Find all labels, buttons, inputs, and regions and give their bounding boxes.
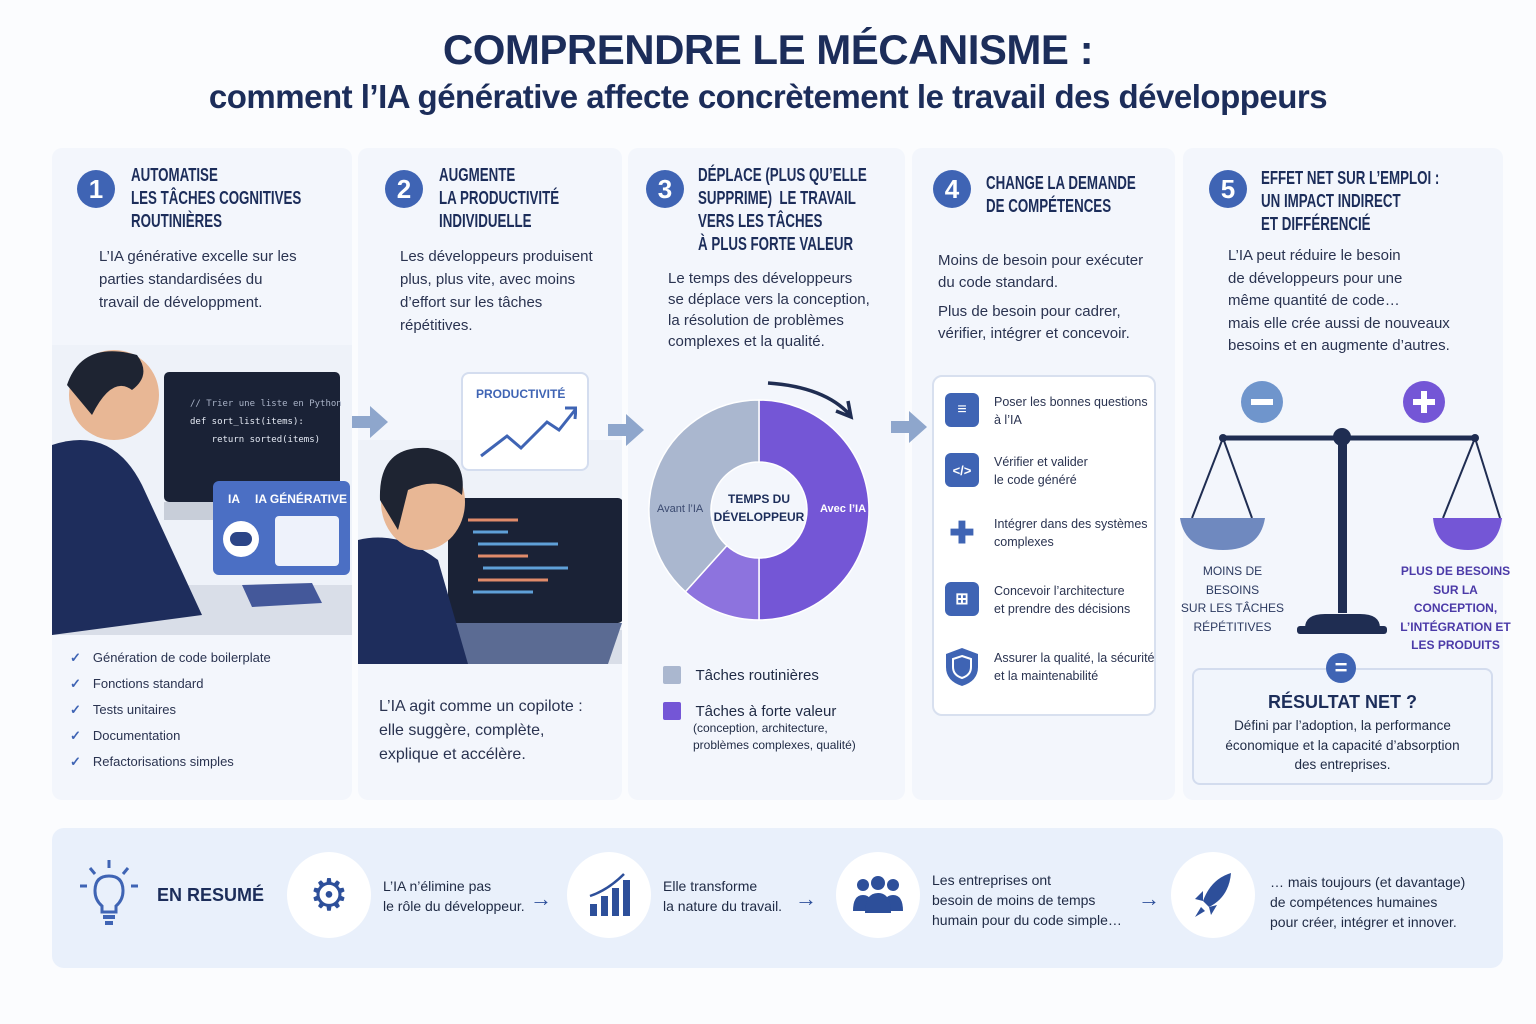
- panel-2-title: Augmente la productivité individuelle: [439, 165, 560, 231]
- skill-item: Poser les bonnes questions à l’IA: [994, 395, 1148, 427]
- panel-1-title: Automatise les tâches cognitives routini…: [131, 165, 302, 231]
- chat-bubble: [275, 516, 339, 566]
- legend-swatch: [663, 666, 681, 684]
- balance-scale-illustration: [1180, 381, 1502, 634]
- check-icon: ✓: [70, 754, 81, 769]
- productivity-card: PRODUCTIVITÉ: [461, 372, 589, 471]
- legend-item-routine: Tâches routinières: [663, 666, 819, 684]
- arrow-right-icon: [352, 406, 388, 438]
- shield-icon: [946, 648, 978, 686]
- donut-left-label: Avant l’IA: [657, 503, 704, 515]
- growth-chart-icon: [567, 852, 651, 938]
- rocket-icon: [1171, 852, 1255, 938]
- arrow-right-icon: [608, 414, 644, 446]
- panel-2-footer: L’IA agit comme un copilote : elle suggè…: [379, 698, 583, 763]
- check-item: ✓Refactorisations simples: [70, 754, 234, 769]
- people-icon: [836, 852, 920, 938]
- arrow-icon: →: [530, 886, 552, 911]
- panel-2-text: Les développeurs produisent plus, plus v…: [400, 248, 593, 334]
- panel-4-text-2: Plus de besoin pour cadrer, vérifier, in…: [938, 303, 1130, 342]
- check-item: ✓Génération de code boilerplate: [70, 650, 271, 665]
- step-number-3: 3: [646, 170, 684, 208]
- check-icon: ✓: [70, 650, 81, 665]
- check-item: ✓Tests unitaires: [70, 702, 176, 717]
- summary-label: EN RESUMÉ: [157, 885, 265, 905]
- skill-item: Concevoir l’architecture et prendre des …: [994, 584, 1131, 616]
- trend-up-icon: [480, 406, 577, 458]
- skill-item: Assurer la qualité, la sécurité et la ma…: [994, 651, 1155, 683]
- panel-1-text: L’IA générative excelle sur les parties …: [99, 248, 297, 311]
- arrow-icon: →: [1138, 886, 1160, 911]
- more-needs-label: PLUS DE BESOINS SUR LA CONCEPTION, L’INT…: [1400, 564, 1511, 652]
- step-number-4: 4: [933, 170, 971, 208]
- shift-arrow-icon: [767, 381, 854, 420]
- code-icon: </>: [945, 453, 979, 487]
- skill-item: Intégrer dans des systèmes complexes: [994, 517, 1148, 549]
- page-subtitle: comment l’IA générative affecte concrète…: [208, 78, 1328, 115]
- equals-icon: =: [1326, 653, 1356, 683]
- developer-illustration-2: [358, 440, 622, 664]
- gears-icon: ⚙: [287, 852, 371, 938]
- check-item: ✓Documentation: [70, 728, 181, 743]
- donut-right-label: Avec l’IA: [820, 503, 867, 515]
- summary-step-1: L’IA n’élimine pas le rôle du développeu…: [383, 878, 525, 914]
- panel-3-text: Le temps des développeurs se déplace ver…: [668, 270, 870, 350]
- net-result-text: Défini par l’adoption, la performance éc…: [1225, 718, 1460, 772]
- architecture-icon: ⊞: [945, 582, 979, 616]
- arrow-right-icon: [891, 411, 927, 443]
- chat-icon: ≡: [945, 393, 979, 427]
- summary-step-2: Elle transforme la nature du travail.: [663, 878, 783, 914]
- puzzle-icon: ✚: [949, 516, 975, 550]
- step-number-5: 5: [1209, 170, 1247, 208]
- panel-5-title: Effet net sur l’emploi : un impact indir…: [1261, 168, 1440, 234]
- legend-swatch: [663, 702, 681, 720]
- donut-segment-routine: [648, 399, 760, 593]
- check-icon: ✓: [70, 702, 81, 717]
- net-result-title: RÉSULTAT NET ?: [1268, 692, 1417, 712]
- ai-generative-card: IA IA GÉNÉRATIVE: [213, 481, 350, 575]
- step-number-1: 1: [77, 170, 115, 208]
- check-icon: ✓: [70, 676, 81, 691]
- legend-item-high-value: Tâches à forte valeur (conception, archi…: [663, 702, 856, 754]
- check-item: ✓Fonctions standard: [70, 676, 204, 691]
- robot-icon: [223, 521, 259, 557]
- less-needs-label: MOINS DE BESOINS SUR LES TÂCHES RÉPÉTITI…: [1180, 564, 1285, 634]
- developer-time-donut: [648, 381, 870, 621]
- panel-5-text: L’IA peut réduire le besoin de développe…: [1228, 247, 1450, 354]
- check-icon: ✓: [70, 728, 81, 743]
- step-number-2: 2: [385, 170, 423, 208]
- donut-center-label: TEMPS DU DÉVELOPPEUR: [713, 492, 805, 524]
- summary-step-4: … mais toujours (et davantage) de compét…: [1270, 874, 1466, 930]
- arrow-icon: →: [795, 886, 817, 911]
- skill-item: Vérifier et valider le code généré: [994, 455, 1088, 487]
- donut-segment-high-value: [758, 399, 870, 621]
- panel-4-title: Change la demande de compétences: [986, 173, 1136, 216]
- panel-3-title: Déplace (plus qu’elle supprime) le trava…: [698, 165, 867, 254]
- lightbulb-icon: [80, 860, 138, 925]
- panel-4-text-1: Moins de besoin pour exécuter du code st…: [938, 252, 1144, 291]
- page-title: COMPRENDRE LE MÉCANISME :: [442, 26, 1094, 73]
- summary-step-3: Les entreprises ont besoin de moins de t…: [932, 872, 1122, 928]
